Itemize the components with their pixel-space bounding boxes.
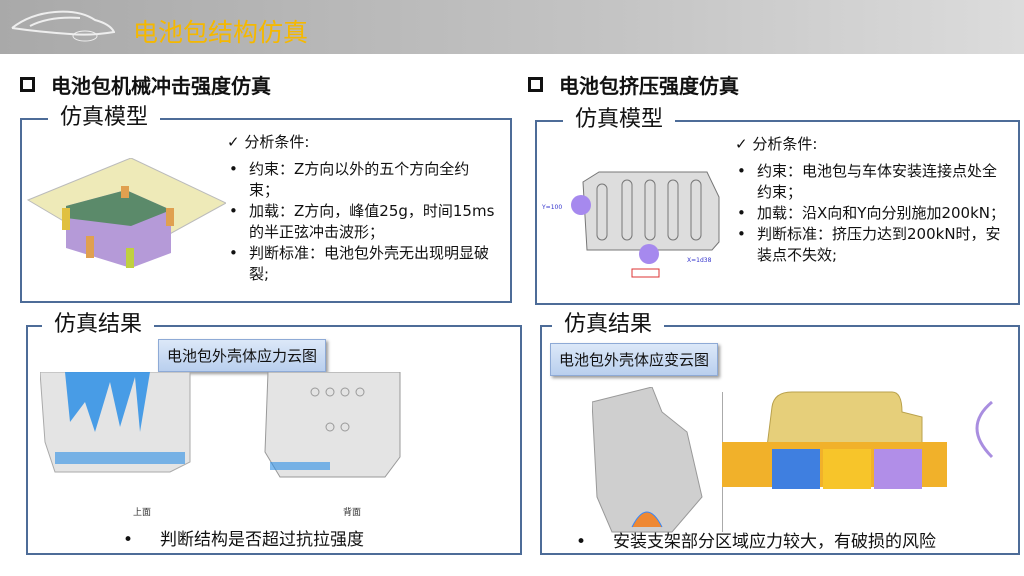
condition-item: 约束：电池包与车体安装连接点处全约束； xyxy=(735,161,1010,203)
conclusion-text: 判断结构是否超过抗拉强度 xyxy=(160,530,365,550)
conditions-title-text: 分析条件: xyxy=(752,135,818,153)
conditions-title: ✓ 分析条件: xyxy=(227,133,310,151)
stress-contour-image xyxy=(40,372,401,478)
header-banner: 电池包结构仿真 xyxy=(0,0,1024,54)
impact-result-panel: 仿真结果 电池包外壳体应力云图 上面 背面 • 判断结构是否超过抗拉强度 xyxy=(26,311,522,555)
impact-conclusion: • 判断结构是否超过抗拉强度 xyxy=(123,530,365,550)
conclusion-text: 安装支架部分区域应力较大，有破损的风险 xyxy=(613,532,937,552)
strain-contour-image xyxy=(592,387,994,533)
crush-result-panel: 仿真结果 电池包外壳体应变云图 • 安装支架部分区域应力较大，有破损的风险 xyxy=(540,311,1020,555)
car-outline-icon xyxy=(11,10,115,42)
impact-model-panel: 仿真模型 ✓ 分析条件: 约束：Z方向以外的五个方向全约束； 加载：Z方向，峰值… xyxy=(20,104,512,303)
conditions-title: ✓ 分析条件: xyxy=(735,135,818,153)
load-y-label: Y=100 xyxy=(541,204,562,211)
condition-item: 约束：Z方向以外的五个方向全约束； xyxy=(227,159,497,201)
strain-contour-tag: 电池包外壳体应变云图 xyxy=(550,343,719,376)
crush-conditions: ✓ 分析条件: 约束：电池包与车体安装连接点处全约束； 加载：沿X向和Y向分别施… xyxy=(735,134,1010,266)
heading-text: 电池包挤压强度仿真 xyxy=(559,74,739,98)
condition-item: 加载：Z方向，峰值25g，时间15ms的半正弦冲击波形； xyxy=(227,201,497,243)
panel-label: 仿真模型 xyxy=(48,104,161,132)
square-bullet-icon xyxy=(528,77,543,92)
section-heading-impact: 电池包机械冲击强度仿真 xyxy=(20,70,271,99)
panel-label: 仿真结果 xyxy=(42,311,155,339)
battery-pack-model-image xyxy=(26,158,226,268)
page-title: 电池包结构仿真 xyxy=(133,18,309,47)
crush-conclusion: • 安装支架部分区域应力较大，有破损的风险 xyxy=(576,532,937,552)
crush-model-panel: 仿真模型 Y=100 X=1d38 ✓ 分析条件: 约束：电池包与车体安装连接点… xyxy=(535,106,1020,305)
heading-text: 电池包机械冲击强度仿真 xyxy=(51,74,271,98)
view-label-back: 背面 xyxy=(343,508,362,518)
load-x-label: X=1d38 xyxy=(687,257,712,264)
condition-item: 判断标准：电池包外壳无出现明显破裂; xyxy=(227,243,497,285)
view-label-top: 上面 xyxy=(133,508,152,518)
conditions-title-text: 分析条件: xyxy=(244,133,310,151)
impact-conditions: ✓ 分析条件: 约束：Z方向以外的五个方向全约束； 加载：Z方向，峰值25g，时… xyxy=(227,132,497,285)
crush-model-image: Y=100 X=1d38 xyxy=(541,171,720,278)
panel-label: 仿真模型 xyxy=(563,106,676,134)
condition-item: 判断标准：挤压力达到200kN时，安装点不失效; xyxy=(735,224,1010,266)
panel-label: 仿真结果 xyxy=(552,311,665,339)
section-heading-crush: 电池包挤压强度仿真 xyxy=(528,70,739,99)
stress-contour-tag: 电池包外壳体应力云图 xyxy=(158,339,327,372)
square-bullet-icon xyxy=(20,77,35,92)
condition-item: 加载：沿X向和Y向分别施加200kN； xyxy=(735,203,1010,224)
